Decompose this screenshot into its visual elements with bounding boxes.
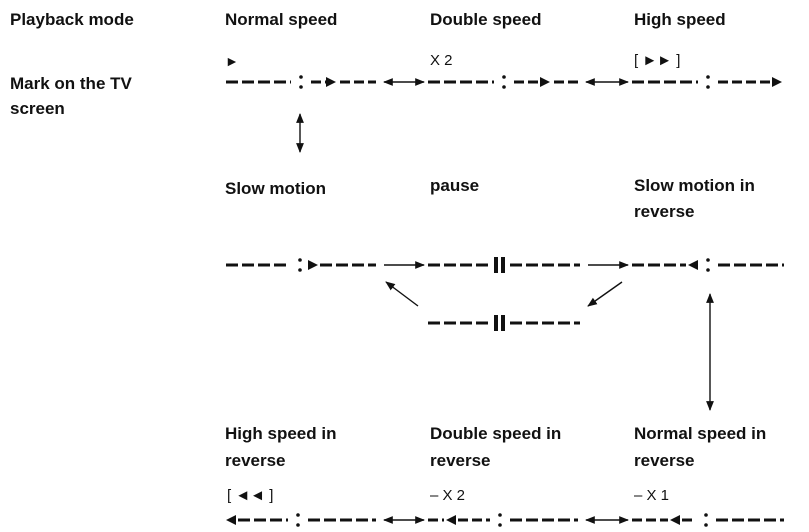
mode-double-speed-reverse-line2: reverse xyxy=(430,451,491,470)
double-speed-mark xyxy=(428,75,578,89)
mark-on-tv-label-line2: screen xyxy=(10,99,65,118)
mode-double-speed-reverse: Double speed in xyxy=(430,424,562,443)
normal-speed-mark xyxy=(226,75,376,89)
mode-slow-motion: Slow motion xyxy=(225,179,327,198)
mode-slow-motion-reverse: Slow motion in xyxy=(634,176,755,195)
high-speed-symbol: [ ►► ] xyxy=(634,52,681,69)
high-speed-reverse-mark xyxy=(226,513,376,527)
arrow-slowrev-pause2 xyxy=(587,281,623,307)
playback-mode-label: Playback mode xyxy=(10,10,134,29)
high-speed-mark xyxy=(632,75,782,89)
pause-mark xyxy=(428,257,580,273)
pause-mark-lower xyxy=(428,315,580,331)
high-speed-reverse-symbol: [ ◄◄ ] xyxy=(227,487,274,504)
mode-slow-motion-reverse-line2: reverse xyxy=(634,202,695,221)
normal-speed-reverse-symbol: – X 1 xyxy=(634,487,670,504)
mark-on-tv-label: Mark on the TV xyxy=(10,74,132,93)
mode-normal-speed-reverse-line2: reverse xyxy=(634,451,695,470)
slow-motion-reverse-mark xyxy=(632,258,784,272)
double-speed-reverse-symbol: – X 2 xyxy=(430,487,466,504)
double-speed-reverse-mark xyxy=(428,513,578,527)
mode-double-speed: Double speed xyxy=(430,10,542,29)
mode-normal-speed: Normal speed xyxy=(225,10,338,29)
mode-high-speed: High speed xyxy=(634,10,726,29)
mode-high-speed-reverse-line2: reverse xyxy=(225,451,286,470)
double-speed-symbol: X 2 xyxy=(430,52,453,69)
mode-pause: pause xyxy=(430,176,480,195)
slow-motion-mark xyxy=(226,258,376,272)
arrow-pause2-slow xyxy=(385,281,419,307)
normal-speed-reverse-mark xyxy=(632,513,784,527)
normal-speed-symbol: ► xyxy=(225,53,239,69)
mode-high-speed-reverse: High speed in xyxy=(225,424,337,443)
mode-normal-speed-reverse: Normal speed in xyxy=(634,424,767,443)
